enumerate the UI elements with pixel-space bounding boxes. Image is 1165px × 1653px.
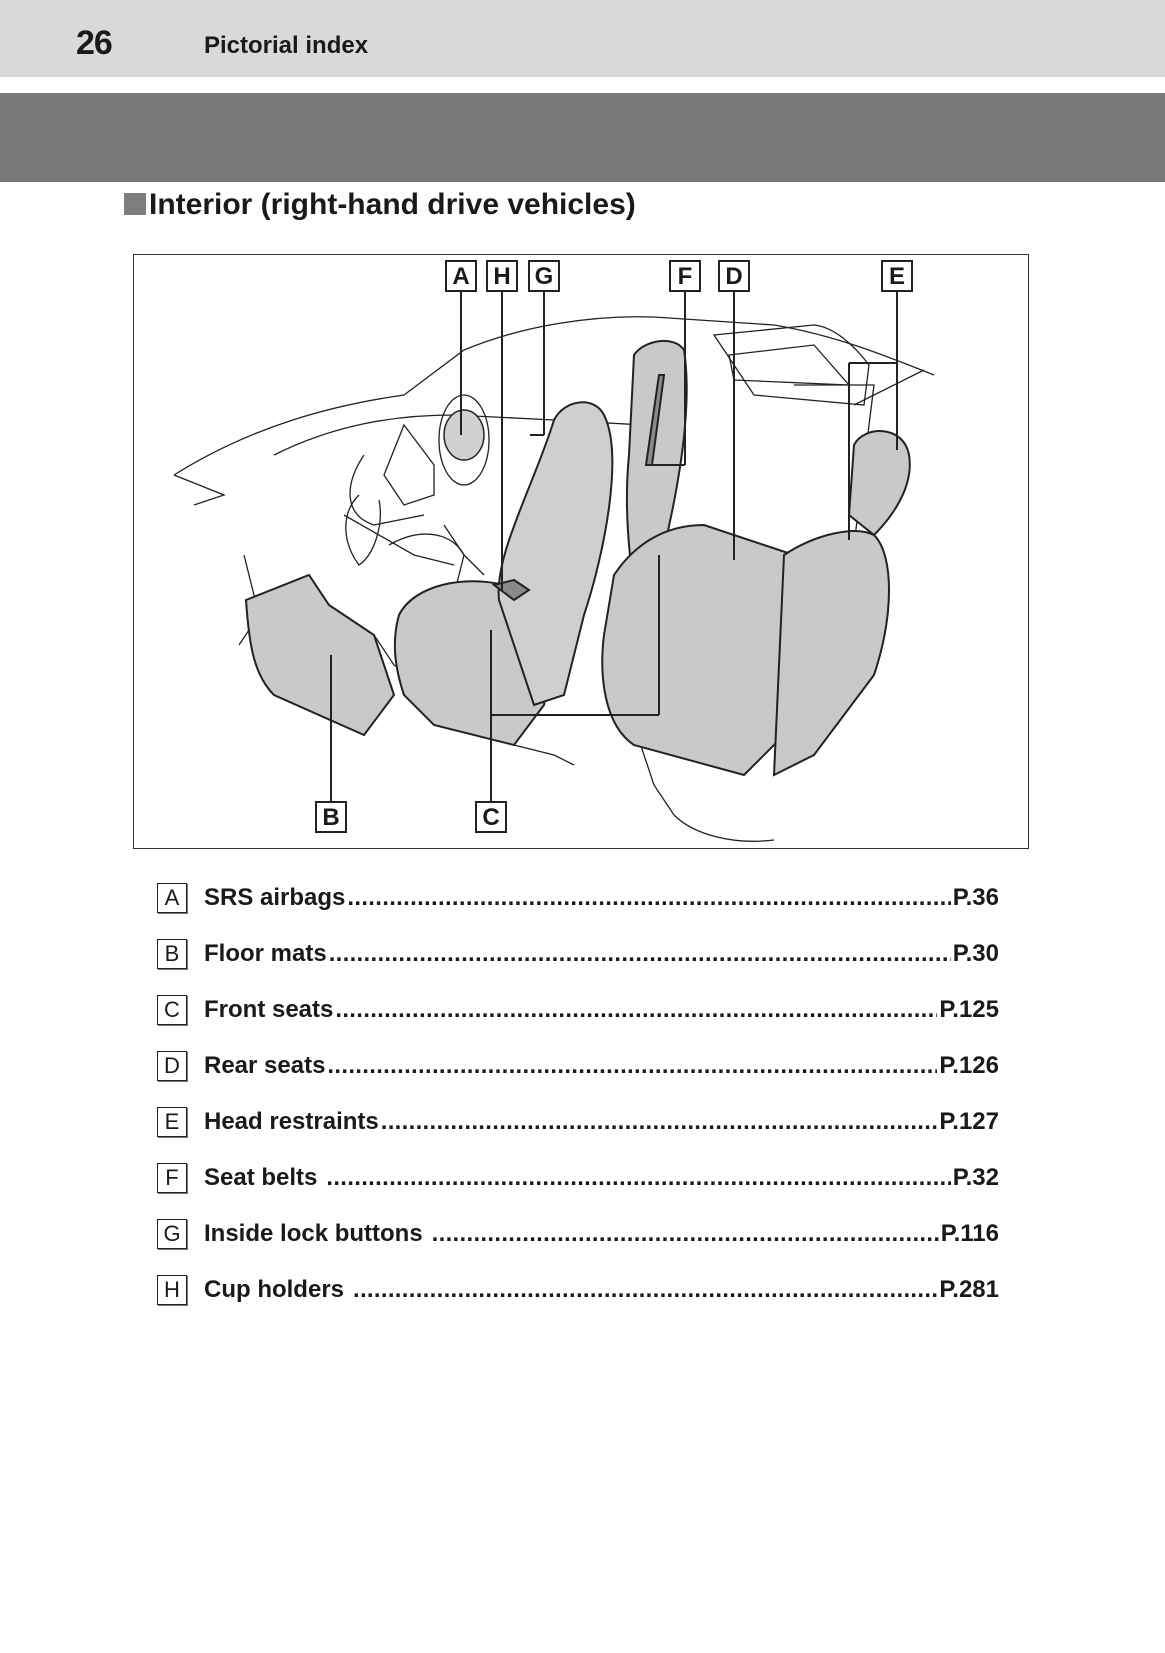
index-label: Rear seats [204, 1052, 326, 1079]
leader-dots: ........................................… [352, 1276, 937, 1303]
index-label: Front seats [204, 996, 334, 1023]
page-reference-link[interactable]: P.36 [952, 884, 999, 911]
index-key: G [157, 1219, 187, 1249]
index-label: Floor mats [204, 940, 327, 967]
callout-d: D [718, 260, 750, 292]
index-label: Inside lock buttons [204, 1220, 423, 1247]
page-reference-link[interactable]: P.127 [939, 1108, 999, 1135]
index-label: Cup holders [204, 1276, 345, 1303]
index-list: A SRS airbags ..........................… [157, 870, 999, 1318]
index-key: E [157, 1107, 187, 1137]
index-key: F [157, 1163, 187, 1193]
section-name: Pictorial index [204, 32, 369, 59]
index-key: D [157, 1051, 187, 1081]
index-row-floor-mats[interactable]: B Floor mats ...........................… [157, 926, 999, 982]
index-label: Head restraints [204, 1108, 379, 1135]
page-reference-link[interactable]: P.32 [952, 1164, 999, 1191]
square-bullet-icon [124, 193, 146, 215]
page-number: 26 [76, 24, 113, 62]
page-reference-link[interactable]: P.30 [952, 940, 999, 967]
leader-dots: ........................................… [335, 996, 937, 1023]
leader-dots: ........................................… [326, 1164, 950, 1191]
index-label: SRS airbags [204, 884, 346, 911]
leader-dots: ........................................… [327, 1052, 938, 1079]
index-key: H [157, 1275, 187, 1305]
index-label: Seat belts [204, 1164, 318, 1191]
callout-a: A [445, 260, 477, 292]
index-key: B [157, 939, 187, 969]
index-key: C [157, 995, 187, 1025]
index-row-front-seats[interactable]: C Front seats ..........................… [157, 982, 999, 1038]
callout-h: H [486, 260, 518, 292]
page-reference-link[interactable]: P.281 [939, 1276, 999, 1303]
page-reference-link[interactable]: P.116 [940, 1220, 999, 1247]
chapter-band [0, 93, 1165, 182]
callout-c: C [475, 801, 507, 833]
car-interior-drawing [173, 290, 935, 842]
callout-e: E [881, 260, 913, 292]
leader-dots: ........................................… [380, 1108, 938, 1135]
callout-f: F [669, 260, 701, 292]
page-reference-link[interactable]: P.126 [939, 1052, 999, 1079]
index-key: A [157, 883, 187, 913]
index-row-srs-airbags[interactable]: A SRS airbags ..........................… [157, 870, 999, 926]
leader-dots: ........................................… [431, 1220, 939, 1247]
index-row-seat-belts[interactable]: F Seat belts ...........................… [157, 1150, 999, 1206]
callout-g: G [528, 260, 560, 292]
interior-illustration: A H G F D E B C [133, 254, 1029, 849]
index-row-cup-holders[interactable]: H Cup holders ..........................… [157, 1262, 999, 1318]
leader-dots: ........................................… [328, 940, 951, 967]
leader-dots: ........................................… [347, 884, 950, 911]
index-row-rear-seats[interactable]: D Rear seats ...........................… [157, 1038, 999, 1094]
page-header-band: 26 Pictorial index [0, 0, 1165, 77]
callout-b: B [315, 801, 347, 833]
index-row-head-restraints[interactable]: E Head restraints ......................… [157, 1094, 999, 1150]
index-row-inside-lock-buttons[interactable]: G Inside lock buttons ..................… [157, 1206, 999, 1262]
page-reference-link[interactable]: P.125 [939, 996, 999, 1023]
page-title-text: Interior (right-hand drive vehicles) [149, 188, 636, 221]
page-title: Interior (right-hand drive vehicles) [124, 188, 636, 222]
